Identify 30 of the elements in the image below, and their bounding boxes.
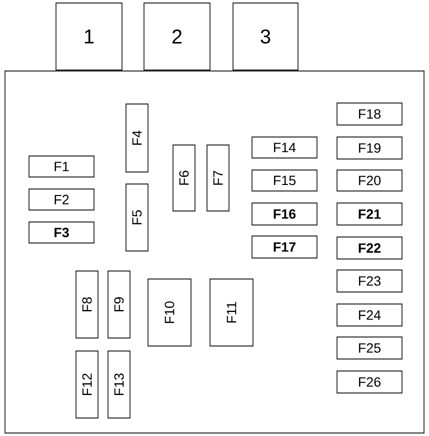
- fuse-box: F21: [336, 202, 402, 226]
- fuse-box: F18: [336, 102, 402, 126]
- fuse-box: F12: [76, 350, 98, 418]
- relay-box: 3: [232, 2, 298, 70]
- fuse-box: F5: [126, 184, 148, 252]
- fuse-box: F10: [148, 278, 192, 346]
- fuse-box: F14: [252, 136, 318, 158]
- fuse-box: F8: [76, 270, 98, 338]
- fuse-box: F19: [336, 136, 402, 160]
- fuse-box: F24: [336, 304, 402, 326]
- fuse-box: F25: [336, 336, 402, 360]
- fuse-box: F3: [28, 222, 94, 244]
- fuse-box: F16: [252, 202, 318, 226]
- fuse-box: F9: [108, 270, 130, 338]
- fuse-box: F6: [172, 144, 196, 212]
- fuse-box: F22: [336, 236, 402, 260]
- relay-box: 1: [56, 2, 122, 70]
- fuse-box: F13: [108, 350, 130, 418]
- fuse-box: F7: [206, 144, 230, 212]
- fuse-panel: [4, 70, 424, 434]
- fuse-box: F2: [28, 188, 94, 210]
- fuse-box: F20: [336, 170, 402, 192]
- fuse-box: F15: [252, 170, 318, 192]
- fuse-box: F23: [336, 270, 402, 292]
- fuse-box: F17: [252, 236, 318, 258]
- fuse-box: F4: [126, 104, 148, 172]
- fuse-box: F26: [336, 370, 402, 394]
- fuse-box: F1: [28, 156, 94, 178]
- fuse-box: F11: [210, 278, 254, 346]
- relay-box: 2: [144, 2, 210, 70]
